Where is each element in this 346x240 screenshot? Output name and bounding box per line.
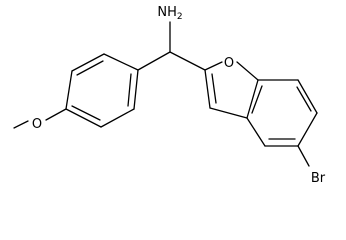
structure-canvas: NH2 O O Br — [13, 5, 326, 186]
molecule-diagram: NH2 O O Br — [13, 5, 326, 186]
bond-o-ring — [45, 108, 67, 121]
methoxyphenyl-ring — [65, 53, 139, 128]
bromine-label: Br — [311, 171, 326, 186]
bond-c-br — [297, 145, 310, 167]
bond-ch-furan — [169, 51, 206, 71]
bond-ring-ch — [137, 51, 171, 71]
furan-ring — [204, 61, 259, 119]
methoxy-oxygen-label: O — [32, 117, 42, 132]
bond-methyl-o — [13, 120, 29, 129]
benzofuran-benzene-ring — [246, 79, 318, 147]
nh2-label: NH2 — [157, 5, 182, 22]
furan-oxygen-label: O — [224, 56, 234, 71]
